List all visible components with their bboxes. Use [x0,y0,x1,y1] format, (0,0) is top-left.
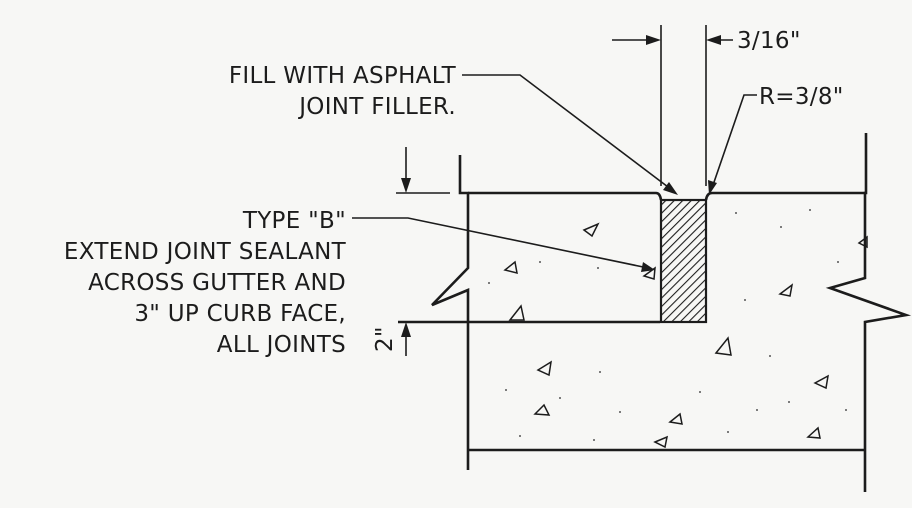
radius-label: R=3/8" [759,84,844,110]
dim-arrow-right-head [706,35,721,45]
type-leader [352,217,649,269]
left-slab-edge [431,155,470,470]
radius-leader-arrow [708,180,717,195]
fill-leader [462,74,673,191]
fill-leader-arrow [663,182,678,195]
aggregate-pattern [488,209,868,449]
type-note-line3: ACROSS GUTTER AND [88,270,346,296]
dim-arrow-left-head [646,35,661,45]
type-leader-arrow [641,262,655,272]
joint-sealant [659,198,708,324]
depth-arrow-top-head [401,178,411,193]
type-note-line4: 3" UP CURB FACE, [134,301,346,327]
type-note-line5: ALL JOINTS [217,332,346,358]
fill-note-line1: FILL WITH ASPHALT [229,63,457,89]
radius-leader [711,94,757,189]
type-note-line2: EXTEND JOINT SEALANT [64,239,347,265]
right-slab-edge [825,133,912,492]
fill-note-line2: JOINT FILLER. [297,94,456,120]
type-note-line1: TYPE "B" [242,208,346,234]
joint-width-label: 3/16" [737,28,801,54]
depth-arrow-bottom-head [401,322,411,337]
depth-label: 2" [372,326,398,352]
